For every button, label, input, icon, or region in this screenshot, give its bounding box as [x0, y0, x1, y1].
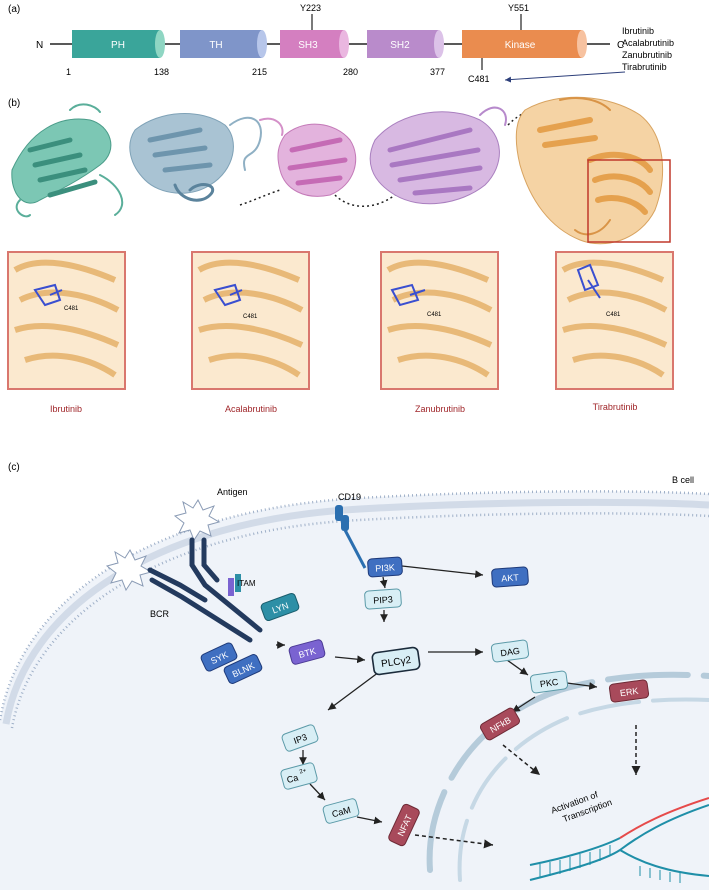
- drug-list-item: Acalabrutinib: [622, 38, 674, 48]
- membrane-core: [2, 498, 709, 725]
- panel-c-label: (c): [8, 462, 20, 473]
- linker-dashed: [239, 189, 281, 206]
- site-c481: C481: [468, 74, 490, 84]
- residue-label: C481: [64, 306, 79, 312]
- panel-a-label: (a): [8, 4, 20, 15]
- svg-text:2+: 2+: [299, 768, 308, 776]
- nuclear-envelope-inner: [457, 697, 709, 882]
- cd19-label: CD19: [338, 492, 361, 502]
- residue-label: C481: [606, 312, 621, 318]
- domain-kinase-label: Kinase: [505, 40, 536, 51]
- residue-label: C481: [243, 314, 258, 320]
- node-akt: AKT: [491, 566, 529, 588]
- antigen-icon: [105, 548, 153, 592]
- drug-list-item: Zanubrutinib: [622, 50, 672, 60]
- inset-label-ibrutinib: Ibrutinib: [50, 404, 82, 414]
- svg-text:ERK: ERK: [619, 686, 639, 698]
- svg-text:PI3K: PI3K: [375, 562, 395, 573]
- c-terminus: C: [617, 40, 624, 51]
- node-dag: DAG: [490, 639, 530, 663]
- inset-label-acalabrutinib: Acalabrutinib: [225, 404, 277, 414]
- domain-sh3-label: SH3: [298, 40, 318, 51]
- domain-sh2-label: SH2: [390, 40, 410, 51]
- pos-377: 377: [430, 67, 445, 77]
- inset-zanubrutinib: C481: [380, 251, 499, 390]
- node-calcium: Ca 2+: [280, 762, 318, 790]
- structure-kinase: [515, 96, 664, 245]
- domain-th: TH: [180, 30, 267, 58]
- svg-text:DAG: DAG: [500, 646, 521, 659]
- drug-list-item: Ibrutinib: [622, 26, 654, 36]
- svg-text:CaM: CaM: [331, 805, 352, 820]
- domain-th-label: TH: [209, 40, 222, 51]
- n-terminus: N: [36, 40, 43, 51]
- bcr-label: BCR: [150, 609, 170, 619]
- drug-target-arrow: [504, 71, 626, 83]
- node-pip3: PIP3: [364, 588, 402, 610]
- svg-text:PLCγ2: PLCγ2: [381, 655, 413, 670]
- pos-215: 215: [252, 67, 267, 77]
- inset-label-tirabrutinib: Tirabrutinib: [593, 402, 638, 412]
- structure-th: [129, 113, 262, 202]
- cell-label: B cell: [672, 475, 694, 485]
- node-pkc: PKC: [529, 670, 569, 694]
- inset-ibrutinib: C481: [7, 251, 126, 390]
- ligand-icon: [33, 283, 63, 307]
- inset-acalabrutinib: C481: [191, 251, 310, 390]
- node-btk: BTK: [288, 639, 326, 665]
- node-blnk: BLNK: [223, 654, 263, 684]
- node-pi3k: PI3K: [367, 556, 403, 578]
- linker-dashed: [334, 194, 396, 207]
- itam-icon: [228, 574, 241, 596]
- structure-sh2: [369, 106, 507, 205]
- site-y551: Y551: [508, 3, 529, 13]
- cd19-receptor: [335, 505, 367, 569]
- pathway-arrows: [276, 565, 598, 825]
- svg-text:AKT: AKT: [501, 572, 520, 583]
- dna-icon: [529, 797, 709, 883]
- svg-text:PIP3: PIP3: [373, 594, 393, 605]
- site-y223: Y223: [300, 3, 321, 13]
- node-ip3: IP3: [281, 724, 319, 752]
- svg-text:PKC: PKC: [539, 677, 559, 690]
- nuclear-envelope: [426, 671, 709, 873]
- domain-ph-label: PH: [111, 40, 125, 51]
- pos-138: 138: [154, 67, 169, 77]
- domain-kinase: Kinase: [462, 30, 587, 58]
- residue-label: C481: [427, 312, 442, 318]
- domain-sh3: SH3: [280, 30, 349, 58]
- inset-tirabrutinib: C481: [555, 251, 674, 390]
- structure-ph: [11, 103, 124, 218]
- domain-ph: PH: [72, 30, 165, 58]
- node-lyn: LYN: [260, 593, 300, 621]
- node-nfat: NFAT: [388, 803, 420, 847]
- pos-1: 1: [66, 67, 71, 77]
- node-nfkb: NFkB: [480, 707, 520, 741]
- drug-list-item: Tirabrutinib: [622, 62, 667, 72]
- antigen-label: Antigen: [217, 487, 248, 497]
- ligand-icon: [576, 263, 601, 299]
- domain-sh2: SH2: [367, 30, 444, 58]
- itam-label: ITAM: [237, 579, 256, 588]
- node-cam: CaM: [322, 798, 360, 824]
- ligand-icon: [213, 283, 243, 307]
- node-plcg2: PLCγ2: [371, 646, 421, 676]
- node-erk: ERK: [608, 679, 650, 703]
- structure-sh3: [259, 117, 357, 197]
- inset-label-zanubrutinib: Zanubrutinib: [415, 404, 465, 414]
- kinase-focus-box: [587, 159, 671, 243]
- drug-list: Ibrutinib Acalabrutinib Zanubrutinib Tir…: [622, 26, 674, 72]
- node-syk: SYK: [200, 642, 238, 672]
- transcription-arrows: [414, 725, 641, 849]
- bcr-receptor: [147, 537, 263, 643]
- svg-text:IP3: IP3: [292, 732, 308, 746]
- ligand-icon: [390, 283, 426, 307]
- panel-b-label: (b): [8, 98, 20, 109]
- membrane-outer: [0, 490, 709, 721]
- svg-text:Ca: Ca: [286, 772, 300, 785]
- pos-280: 280: [343, 67, 358, 77]
- svg-text:BTK: BTK: [298, 646, 318, 660]
